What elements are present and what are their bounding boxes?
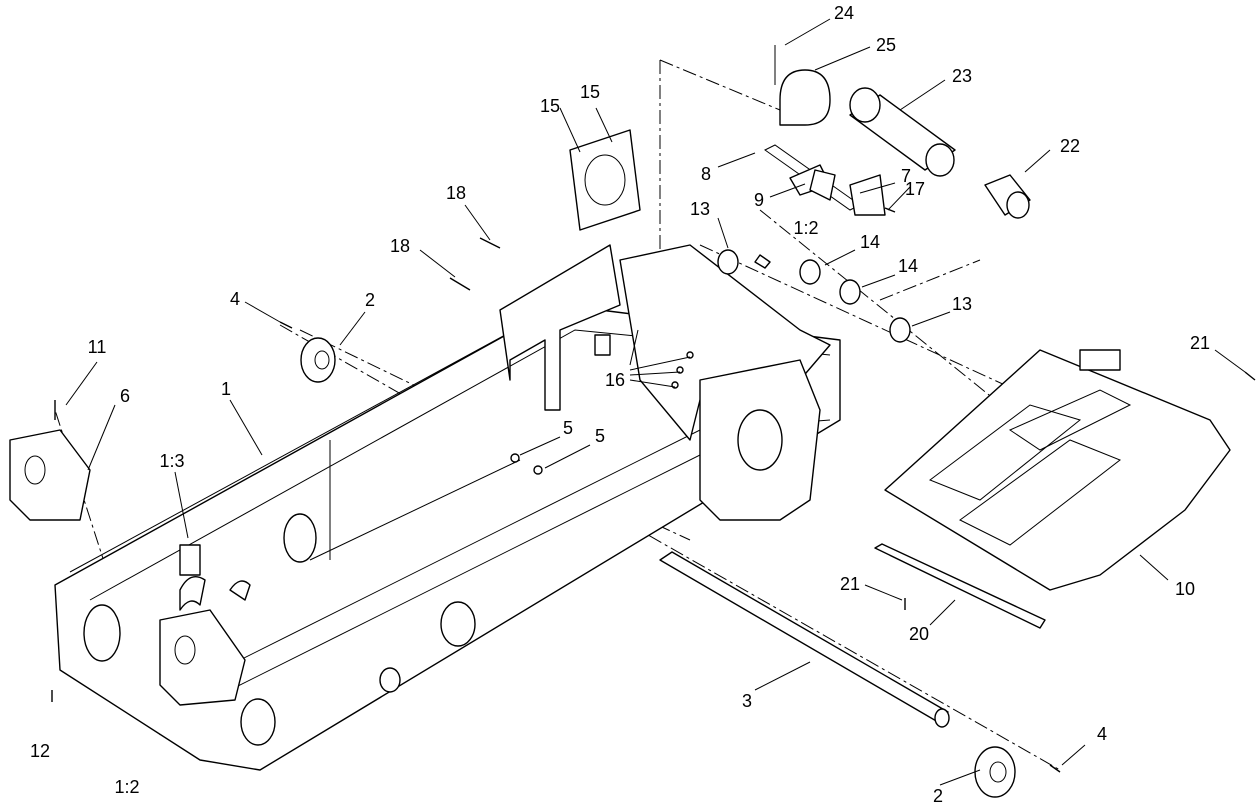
fasteners xyxy=(51,207,1256,773)
callout-8: 8 xyxy=(701,164,711,184)
bumpers xyxy=(717,249,911,343)
callout-15-left: 15 xyxy=(540,96,560,116)
callout-23: 23 xyxy=(952,66,972,86)
callout-5-left: 5 xyxy=(563,418,573,438)
callout-15-right: 15 xyxy=(580,82,600,102)
callout-2-lower: 2 xyxy=(933,786,943,806)
callout-16: 16 xyxy=(605,370,625,390)
callout-14-left: 14 xyxy=(860,232,880,252)
shaft xyxy=(659,551,950,728)
callout-12: 12 xyxy=(30,741,50,761)
callout-13-upper: 13 xyxy=(690,199,710,219)
callout-9: 9 xyxy=(754,190,764,210)
callout-1-3: 1:3 xyxy=(159,451,184,471)
callout-7: 7 xyxy=(901,166,911,186)
callout-4-lower: 4 xyxy=(1097,724,1107,744)
grip-parts xyxy=(849,87,1031,219)
callout-18-upper: 18 xyxy=(446,183,466,203)
leader-lines xyxy=(65,18,1246,786)
callout-3: 3 xyxy=(742,691,752,711)
footrest-plate xyxy=(884,349,1231,591)
callout-14-right: 14 xyxy=(898,256,918,276)
callout-18-lower: 18 xyxy=(390,236,410,256)
callout-25: 25 xyxy=(876,35,896,55)
callout-1-2-lower: 1:2 xyxy=(114,777,139,797)
callout-5-right: 5 xyxy=(595,426,605,446)
callout-labels: 1 2 2 3 4 4 5 5 6 7 8 9 10 11 12 13 13 1… xyxy=(30,3,1210,806)
callout-10: 10 xyxy=(1175,579,1195,599)
mount-blocks xyxy=(9,429,251,706)
clamp xyxy=(774,45,831,126)
callout-17: 17 xyxy=(905,179,925,199)
callout-21-lower: 21 xyxy=(840,574,860,594)
callout-1: 1 xyxy=(221,379,231,399)
callout-24: 24 xyxy=(834,3,854,23)
callout-1-2-upper: 1:2 xyxy=(793,218,818,238)
callout-13-right: 13 xyxy=(952,294,972,314)
callout-2-upper: 2 xyxy=(365,290,375,310)
callout-11: 11 xyxy=(88,337,107,357)
pedal-mount xyxy=(499,244,831,521)
callout-6: 6 xyxy=(120,386,130,406)
pedal-arm xyxy=(764,144,886,216)
main-frame xyxy=(54,304,841,771)
callout-21-right: 21 xyxy=(1190,333,1210,353)
callout-22: 22 xyxy=(1060,136,1080,156)
callout-20: 20 xyxy=(909,624,929,644)
callout-4-upper: 4 xyxy=(230,289,240,309)
strip xyxy=(874,543,1046,629)
brackets xyxy=(569,129,641,231)
